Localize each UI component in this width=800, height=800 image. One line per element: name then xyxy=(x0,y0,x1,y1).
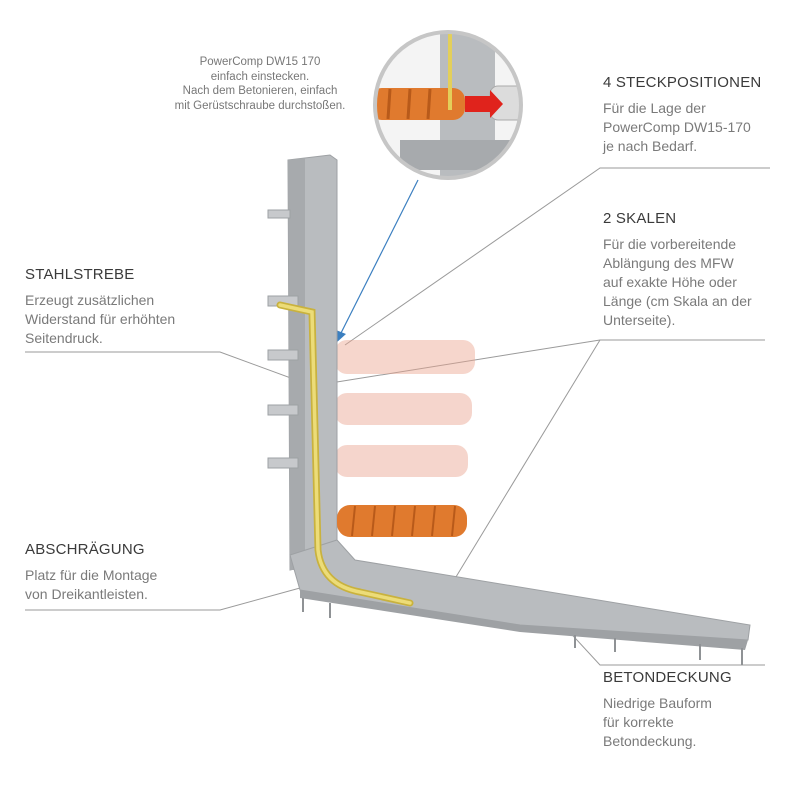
leader-abschraegung xyxy=(25,587,301,611)
vertical-post xyxy=(267,154,338,571)
leader-lines xyxy=(25,167,770,666)
pointer-line xyxy=(339,179,419,336)
callout-title: STAHLSTREBE xyxy=(25,266,135,283)
callout-skalen: 2 SKALEN Für die vorbereitende Ablängung… xyxy=(603,210,793,330)
orange-bar xyxy=(337,505,467,537)
leader-skalen-2 xyxy=(444,339,601,596)
callout-title: BETONDECKUNG xyxy=(603,669,732,686)
callout-title: 2 SKALEN xyxy=(603,210,677,227)
callout-abschraegung: ABSCHRÄGUNG Platz für die Montage von Dr… xyxy=(25,541,225,604)
bar-ribs xyxy=(351,505,456,537)
base-rail xyxy=(289,539,751,665)
callout-text: Für die vorbereitende Ablängung des MFW … xyxy=(603,236,752,328)
callout-stahlstrebe: STAHLSTREBE Erzeugt zusätzlichen Widerst… xyxy=(25,266,225,348)
callout-betondeckung: BETONDECKUNG Niedrige Bauform für korrek… xyxy=(603,669,793,751)
faded-bars xyxy=(335,340,475,477)
top-note: PowerComp DW15 170 einfach einstecken. N… xyxy=(174,56,346,112)
callout-title: ABSCHRÄGUNG xyxy=(25,541,145,558)
callout-title: 4 STECKPOSITIONEN xyxy=(603,74,762,91)
callout-text: Erzeugt zusätzlichen Widerstand für erhö… xyxy=(25,292,176,346)
leader-stahlstrebe xyxy=(25,351,319,389)
pointer-arrowhead xyxy=(336,330,346,343)
push-arrow-icon xyxy=(465,90,503,118)
callout-steckpositionen: 4 STECKPOSITIONEN Für die Lage der Power… xyxy=(603,74,793,156)
callout-text: Für die Lage der PowerComp DW15-170 je n… xyxy=(603,100,751,154)
detail-magnifier xyxy=(375,32,521,178)
leader-steckpositionen xyxy=(344,167,770,346)
callout-text: Platz für die Montage von Dreikantleiste… xyxy=(25,567,158,602)
callout-text: Niedrige Bauform für korrekte Betondecku… xyxy=(603,695,712,749)
